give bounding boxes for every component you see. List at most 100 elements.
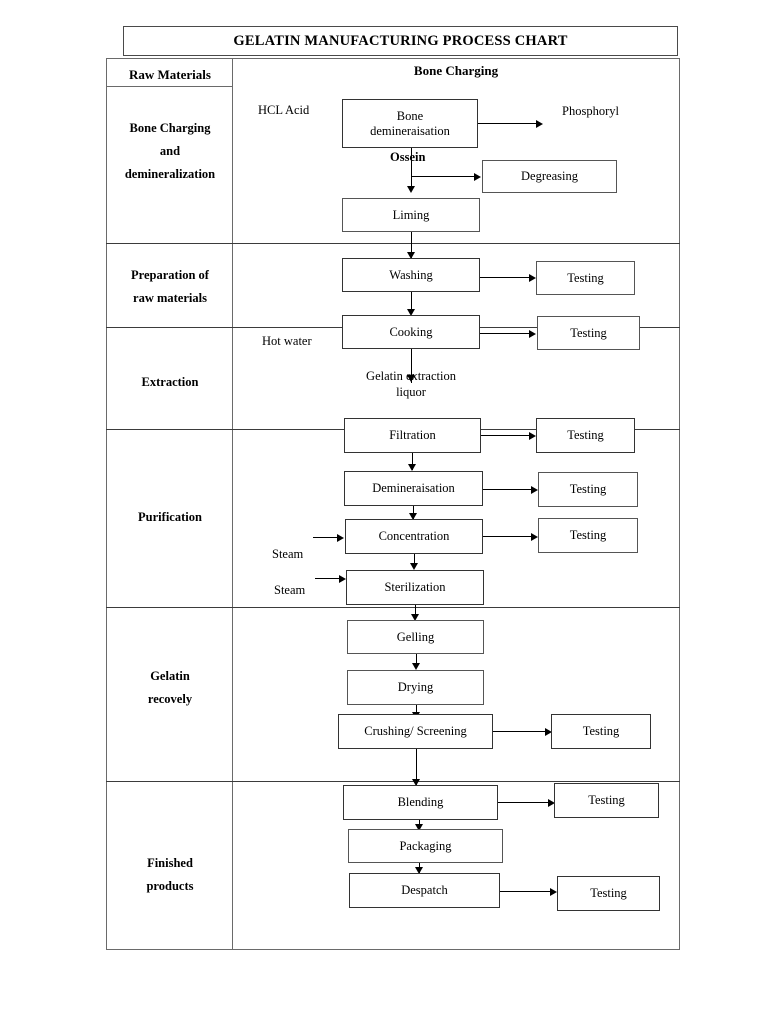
node-testing-filtration[interactable]: Testing [536, 418, 635, 453]
connector-concentration-to-sterilization [414, 554, 415, 568]
page-title: GELATIN MANUFACTURING PROCESS CHART [233, 32, 568, 49]
connector-filtration-to-demineraisation [412, 453, 413, 470]
connector-cooking-down [411, 349, 412, 383]
arrowhead-testing-blending [548, 799, 555, 807]
node-despatch-label: Despatch [401, 883, 448, 897]
node-testing-demineraisation-label: Testing [569, 482, 607, 496]
stage-bone-charging-line1: Bone Charging [129, 121, 211, 135]
node-gelling[interactable]: Gelling [347, 620, 484, 654]
node-bone-demineraisation-label: Bone demineraisation [370, 109, 450, 139]
connector-blending-to-testing [498, 802, 548, 803]
node-testing-despatch-label: Testing [590, 886, 627, 900]
connector-bone-down [411, 148, 412, 191]
node-testing-despatch[interactable]: Testing [557, 876, 660, 911]
node-sterilization-label: Sterilization [384, 580, 446, 594]
label-hot-water: Hot water [262, 334, 312, 348]
node-testing-cooking[interactable]: Testing [537, 316, 640, 350]
arrowhead-washing [407, 252, 415, 259]
connector-bone-to-phosphoryl [478, 123, 536, 124]
node-testing-crushing[interactable]: Testing [551, 714, 651, 749]
node-testing-blending[interactable]: Testing [554, 783, 659, 818]
node-cooking[interactable]: Cooking [342, 315, 480, 349]
node-packaging[interactable]: Packaging [348, 829, 503, 863]
stage-gelatin-recovely-line1: Gelatin [150, 669, 190, 683]
connector-crushing-to-blending [416, 749, 417, 785]
arrowhead-bone-down [407, 186, 415, 193]
stage-bone-charging-line3: demineralization [124, 167, 216, 182]
arrowhead-cooking [407, 309, 415, 316]
node-testing-washing[interactable]: Testing [536, 261, 635, 295]
column-divider [232, 58, 233, 950]
arrowhead-testing-crushing [545, 728, 552, 736]
stage-finished-products-line1: Finished [147, 856, 193, 870]
node-gelling-label: Gelling [396, 629, 435, 644]
arrowhead-gelatin-liquor [407, 375, 415, 382]
node-testing-cooking-label: Testing [570, 325, 607, 340]
node-bone-demineraisation-line2: demineraisation [370, 123, 450, 138]
arrowhead-despatch [415, 867, 423, 874]
node-concentration[interactable]: Concentration [345, 519, 483, 554]
node-liming-label: Liming [392, 207, 430, 222]
arrowhead-testing-demineraisation [531, 486, 538, 494]
node-drying[interactable]: Drying [347, 670, 484, 705]
connector-liming-to-washing [411, 232, 412, 258]
arrowhead-testing-despatch [550, 888, 557, 896]
node-testing-concentration-label: Testing [569, 528, 607, 542]
node-testing-crushing-label: Testing [582, 724, 620, 738]
connector-ossein-to-degreasing [412, 176, 474, 177]
flow-header-bone-charging: Bone Charging [413, 63, 499, 78]
node-liming[interactable]: Liming [342, 198, 480, 232]
node-blending[interactable]: Blending [343, 785, 498, 820]
chart-title-box: GELATIN MANUFACTURING PROCESS CHART [123, 26, 678, 56]
arrowhead-testing-washing [529, 274, 536, 282]
arrowhead-demineraisation [408, 464, 416, 471]
connector-despatch-to-testing [500, 891, 551, 892]
connector-washing-to-cooking [411, 292, 412, 314]
stage-finished-products: Finished products [108, 852, 232, 898]
node-demineraisation[interactable]: Demineraisation [344, 471, 483, 506]
node-crushing-screening-label: Crushing/ Screening [364, 724, 467, 738]
arrowhead-testing-filtration [529, 432, 536, 440]
arrowhead-blending [412, 779, 420, 786]
connector-concentration-to-testing [483, 536, 531, 537]
connector-steam-to-concentration [313, 537, 338, 538]
stage-header-raw-materials: Raw Materials [129, 67, 211, 82]
label-steam-1: Steam [272, 547, 304, 561]
arrowhead-gelling [411, 614, 419, 621]
node-filtration[interactable]: Filtration [344, 418, 481, 453]
node-cooking-label: Cooking [389, 324, 433, 339]
arrowhead-sterilization [410, 563, 418, 570]
stage-bone-charging-line2: and [159, 144, 181, 159]
connector-cooking-to-testing [480, 333, 530, 334]
connector-sterilization-to-gelling [415, 605, 416, 619]
node-crushing-screening[interactable]: Crushing/ Screening [338, 714, 493, 749]
node-testing-washing-label: Testing [567, 270, 604, 285]
stage-preparation-line2: raw materials [133, 291, 207, 306]
label-gelatin-extraction-liquor-line2: liquor [396, 384, 426, 399]
row-divider-5 [106, 781, 680, 782]
stage-bone-charging: Bone Charging and demineralization [108, 117, 232, 186]
node-testing-demineraisation[interactable]: Testing [538, 472, 638, 507]
node-bone-demineraisation[interactable]: Bone demineraisation [342, 99, 478, 148]
node-washing[interactable]: Washing [342, 258, 480, 292]
node-degreasing[interactable]: Degreasing [482, 160, 617, 193]
node-sterilization[interactable]: Sterilization [346, 570, 484, 605]
stage-purification: Purification [108, 506, 232, 529]
node-degreasing-label: Degreasing [521, 169, 578, 183]
connector-filtration-to-testing [481, 435, 529, 436]
node-washing-label: Washing [389, 267, 433, 282]
stage-preparation: Preparation of raw materials [108, 264, 232, 310]
node-testing-concentration[interactable]: Testing [538, 518, 638, 553]
node-testing-filtration-label: Testing [567, 428, 604, 442]
node-blending-label: Blending [397, 795, 444, 809]
node-despatch[interactable]: Despatch [349, 873, 500, 908]
arrowhead-packaging [415, 824, 423, 831]
node-drying-label: Drying [397, 680, 434, 694]
arrowhead-degreasing [474, 173, 481, 181]
label-gelatin-extraction-liquor: Gelatin extraction liquor [338, 369, 484, 400]
stage-purification-line1: Purification [138, 510, 202, 524]
label-ossein: Ossein [390, 150, 426, 164]
connector-demineraisation-to-testing [483, 489, 531, 490]
arrowhead-concentration [409, 513, 417, 520]
